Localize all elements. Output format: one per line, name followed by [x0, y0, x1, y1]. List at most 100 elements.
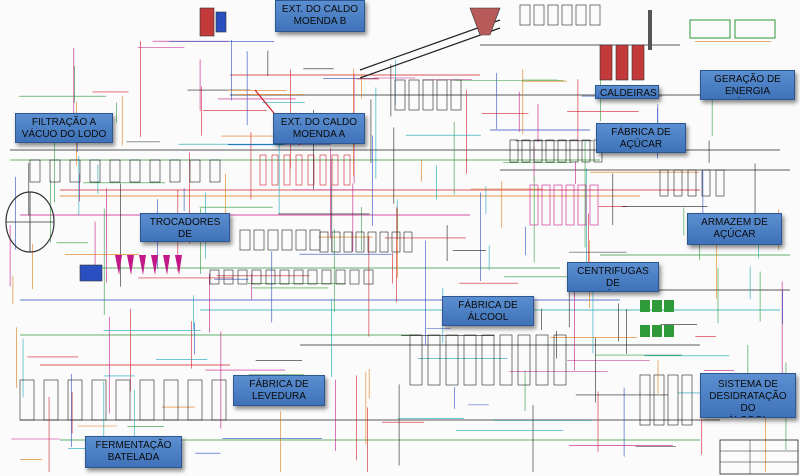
vessel-icon	[209, 269, 220, 285]
vessel-icon	[279, 269, 290, 285]
vessel-icon	[49, 159, 61, 183]
label-fabrica-levedura: FÁBRICA DE LEVEDURA	[233, 375, 325, 406]
equipment-symbols	[5, 7, 799, 475]
vessel-icon	[521, 139, 531, 163]
vessel-icon	[553, 184, 563, 226]
vessel-icon	[575, 4, 587, 26]
vessel-icon	[331, 231, 341, 253]
vessel-icon	[379, 231, 389, 253]
vessel-icon	[533, 139, 543, 163]
vessel-icon	[681, 374, 693, 426]
vessel-icon	[169, 159, 181, 183]
vessel-icon	[547, 4, 559, 26]
vessel-icon	[535, 334, 549, 386]
pipe-segment	[359, 27, 501, 79]
title-block	[719, 439, 799, 475]
generator-icon	[734, 19, 776, 39]
vessel-icon	[565, 184, 575, 226]
vessel-icon	[307, 269, 318, 285]
vessel-icon	[545, 139, 555, 163]
vessel-icon	[355, 231, 365, 253]
vessel-icon	[589, 4, 601, 26]
vessel-icon	[149, 159, 161, 183]
vessel-icon	[319, 231, 329, 253]
vessel-icon	[139, 379, 155, 421]
vessel-icon	[589, 184, 599, 226]
vessel-icon	[321, 269, 332, 285]
vessel-icon	[715, 169, 725, 197]
vessel-icon	[409, 334, 423, 386]
vessel-icon	[667, 374, 679, 426]
vessel-rows	[19, 4, 725, 426]
vessel-icon	[89, 159, 101, 183]
vessel-icon	[223, 269, 234, 285]
vessel-icon	[265, 269, 276, 285]
vessel-icon	[67, 379, 83, 421]
vessel-icon	[687, 169, 697, 197]
vessel-icon	[19, 379, 35, 421]
vessel-icon	[189, 159, 201, 183]
tank-icon	[199, 7, 215, 37]
vessel-icon	[335, 269, 346, 285]
vessel-icon	[109, 159, 121, 183]
vessel-icon	[529, 184, 539, 226]
generator-icon	[689, 19, 731, 39]
chimney-icon	[648, 10, 652, 50]
label-fabrica-alcool: FÁBRICA DE ÁLCOOL	[442, 296, 534, 326]
vessel-icon	[253, 229, 265, 251]
vessel-icon	[349, 269, 360, 285]
vessel-icon	[239, 229, 251, 251]
vessel-icon	[281, 229, 293, 251]
vessel-icon	[653, 374, 665, 426]
vessel-icon	[499, 334, 513, 386]
vessel-icon	[283, 154, 291, 186]
pump-icon	[79, 264, 103, 282]
vessel-icon	[533, 4, 545, 26]
label-geracao-energia: GERAÇÃO DE ENERGIA ELÉTRICA	[700, 70, 795, 100]
vessel-icon	[307, 154, 315, 186]
label-caldeiras: CALDEIRAS	[595, 85, 659, 99]
vessel-icon	[271, 154, 279, 186]
vessel-icon	[673, 169, 683, 197]
vessel-icon	[187, 379, 203, 421]
vessel-icon	[115, 379, 131, 421]
vessel-icon	[553, 334, 567, 386]
label-fabrica-acucar: FÁBRICA DE AÇÚCAR	[596, 123, 686, 153]
vessel-icon	[427, 334, 441, 386]
vessel-icon	[557, 139, 567, 163]
vessel-icon	[43, 379, 59, 421]
vessel-icon	[481, 334, 495, 386]
vessel-icon	[581, 139, 591, 163]
vessel-icon	[659, 169, 669, 197]
vessel-icon	[209, 159, 221, 183]
vessel-icon	[450, 79, 462, 111]
label-fermentacao-batelada: FERMENTAÇÃO BATELADA	[85, 436, 182, 468]
vessel-icon	[163, 379, 179, 421]
vessel-icon	[519, 4, 531, 26]
vessel-icon	[509, 139, 519, 163]
vessel-icon	[367, 231, 377, 253]
vessel-icon	[422, 79, 434, 111]
vessel-icon	[331, 154, 339, 186]
vessel-icon	[237, 269, 248, 285]
hopper-icon	[469, 7, 501, 36]
vessel-icon	[267, 229, 279, 251]
label-ext-caldo-moenda-b: EXT. DO CALDO MOENDA B	[275, 0, 365, 32]
vessel-icon	[701, 169, 711, 197]
vessel-icon	[408, 79, 420, 111]
pipe-segment	[359, 19, 501, 71]
vessel-icon	[295, 154, 303, 186]
vessel-icon	[251, 269, 262, 285]
vessel-icon	[319, 154, 327, 186]
vessel-icon	[463, 334, 477, 386]
label-sistema-desidratacao: SISTEMA DE DESIDRATAÇÃO DO ÁLCOOL	[700, 373, 796, 418]
vessel-icon	[403, 231, 413, 253]
vessel-icon	[445, 334, 459, 386]
vessel-icon	[363, 269, 374, 285]
vessel-icon	[436, 79, 448, 111]
label-armazem-acucar: ARMAZEM DE AÇÚCAR	[687, 213, 782, 245]
vessel-icon	[343, 231, 353, 253]
boiler-icon	[615, 44, 629, 81]
